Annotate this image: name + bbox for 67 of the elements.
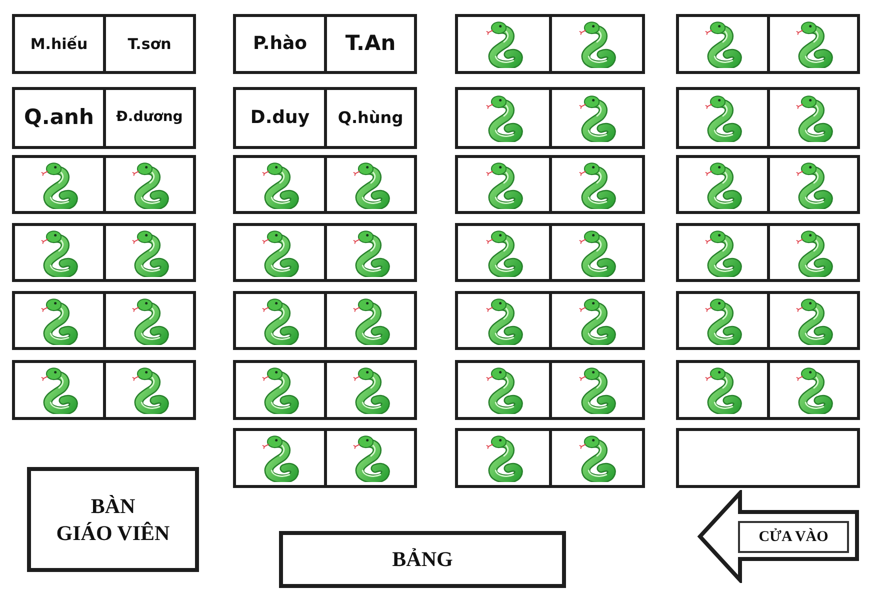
empty-desk <box>676 428 860 488</box>
desk-seat <box>103 14 196 74</box>
desk-seat <box>549 14 645 74</box>
desk-seat <box>676 14 770 74</box>
desk-seat <box>767 360 860 420</box>
desk-seat <box>767 223 860 282</box>
student-name: P.hào <box>252 34 308 54</box>
desk-seat <box>233 223 327 282</box>
blackboard <box>279 531 566 588</box>
desk-seat <box>767 87 860 149</box>
student-name: M.hiếu <box>30 36 88 52</box>
desk-seat <box>12 87 106 149</box>
student-name: T.An <box>345 32 396 56</box>
desk-seat <box>455 291 552 350</box>
desk-seat <box>324 428 417 488</box>
desk-seat <box>103 155 196 214</box>
desk-seat <box>767 14 860 74</box>
desk-seat <box>12 155 106 214</box>
desk-seat <box>12 291 106 350</box>
desk-seat <box>103 87 196 149</box>
desk-seat <box>324 360 417 420</box>
desk-seat <box>455 223 552 282</box>
desk-seat <box>324 291 417 350</box>
desk-seat <box>233 14 327 74</box>
desk-seat <box>676 155 770 214</box>
desk-seat <box>103 291 196 350</box>
entrance-label: CỬA VÀO <box>738 521 849 553</box>
desk-seat <box>103 360 196 420</box>
student-name: Q.anh <box>24 106 94 130</box>
desk-seat <box>549 291 645 350</box>
desk-seat <box>324 14 417 74</box>
desk-seat <box>233 155 327 214</box>
student-name: D.duy <box>250 108 310 128</box>
desk-seat <box>549 87 645 149</box>
desk-seat <box>12 223 106 282</box>
student-name: Đ.dương <box>116 110 183 126</box>
student-name: Q.hùng <box>338 109 404 127</box>
desk-seat <box>455 360 552 420</box>
desk-seat <box>12 14 106 74</box>
desk-seat <box>676 87 770 149</box>
desk-seat <box>324 155 417 214</box>
desk-seat <box>233 428 327 488</box>
desk-seat <box>324 87 417 149</box>
desk-seat <box>455 87 552 149</box>
desk-seat <box>455 14 552 74</box>
teacher-desk-label: BÀN GIÁO VIÊN <box>56 493 170 546</box>
desk-seat <box>676 223 770 282</box>
desk-seat <box>233 291 327 350</box>
desk-seat <box>549 360 645 420</box>
desk-seat <box>12 360 106 420</box>
desk-seat <box>233 87 327 149</box>
board-label: BẢNG <box>392 546 453 573</box>
desk-seat <box>549 428 645 488</box>
desk-seat <box>767 291 860 350</box>
desk-seat <box>549 223 645 282</box>
desk-seat <box>455 155 552 214</box>
desk-seat <box>676 360 770 420</box>
desk-seat <box>549 155 645 214</box>
desk-seat <box>455 428 552 488</box>
student-name: T.sơn <box>128 36 172 52</box>
desk-seat <box>767 155 860 214</box>
entrance-arrow <box>697 490 859 583</box>
desk-seat <box>103 223 196 282</box>
desk-seat <box>324 223 417 282</box>
desk-seat <box>676 291 770 350</box>
desk-seat <box>233 360 327 420</box>
teacher-desk <box>27 467 199 572</box>
